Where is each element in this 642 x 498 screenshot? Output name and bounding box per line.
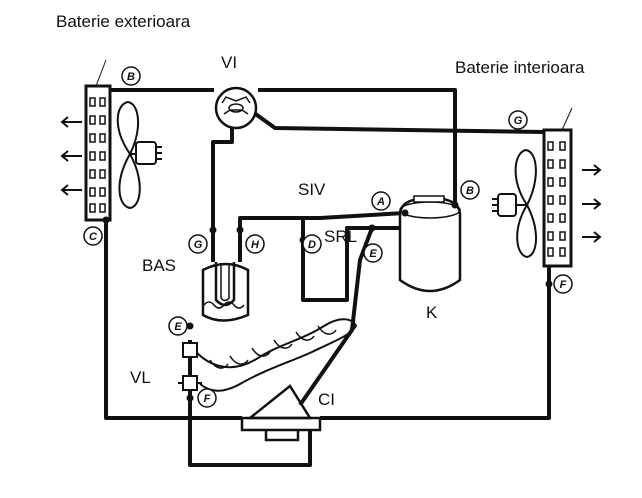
svg-text:F: F [204, 393, 211, 405]
node-e-accumulator: E [168, 316, 188, 336]
node-markers: B C G B A G H D E F E F [83, 66, 573, 408]
check-valve-label: CI [318, 390, 335, 409]
check-valve [240, 384, 322, 442]
svg-text:E: E [174, 321, 182, 333]
svg-text:G: G [514, 115, 523, 127]
liquid-line-label: SRL [324, 227, 358, 246]
svg-text:E: E [369, 248, 377, 260]
compressor-label: K [426, 303, 438, 322]
svg-text:B: B [466, 185, 474, 197]
junction-points [102, 201, 553, 402]
reversing-valve-label: VI [221, 53, 238, 72]
expansion-valve-label: VL [130, 368, 151, 387]
node-f-indoor: F [553, 274, 573, 294]
svg-text:G: G [194, 239, 203, 251]
indoor-air-arrows [582, 164, 602, 243]
node-g-accumulator: G [188, 234, 208, 254]
indoor-fan [492, 148, 537, 259]
svg-text:C: C [89, 231, 98, 243]
outdoor-coil [84, 59, 112, 222]
outdoor-air-arrows [60, 116, 82, 196]
node-d: D [302, 234, 322, 254]
capillary-coil [195, 318, 358, 392]
node-c: C [83, 226, 103, 246]
accumulator-label: BAS [142, 256, 177, 275]
node-a: A [371, 191, 391, 211]
node-b-outdoor: B [121, 66, 141, 86]
svg-text:F: F [560, 279, 567, 291]
expansion-valve [178, 342, 202, 395]
svg-text:H: H [251, 239, 260, 251]
node-e-liquid: E [363, 243, 383, 263]
svg-text:D: D [308, 239, 316, 251]
suction-line-label: SIV [298, 180, 326, 199]
refrigerant-piping [104, 88, 551, 467]
outdoor-fan [116, 100, 162, 210]
outdoor-coil-label: Baterie exterioara [56, 12, 191, 31]
indoor-coil [542, 107, 573, 268]
node-b-compressor: B [460, 180, 480, 200]
node-h: H [245, 234, 265, 254]
node-f-valve: F [197, 388, 217, 408]
svg-text:B: B [127, 71, 135, 83]
compressor [398, 195, 462, 293]
accumulator [201, 262, 250, 322]
svg-text:A: A [376, 196, 385, 208]
indoor-coil-label: Baterie interioara [455, 58, 585, 77]
reversing-valve [214, 86, 258, 130]
node-g-indoor: G [508, 110, 528, 130]
